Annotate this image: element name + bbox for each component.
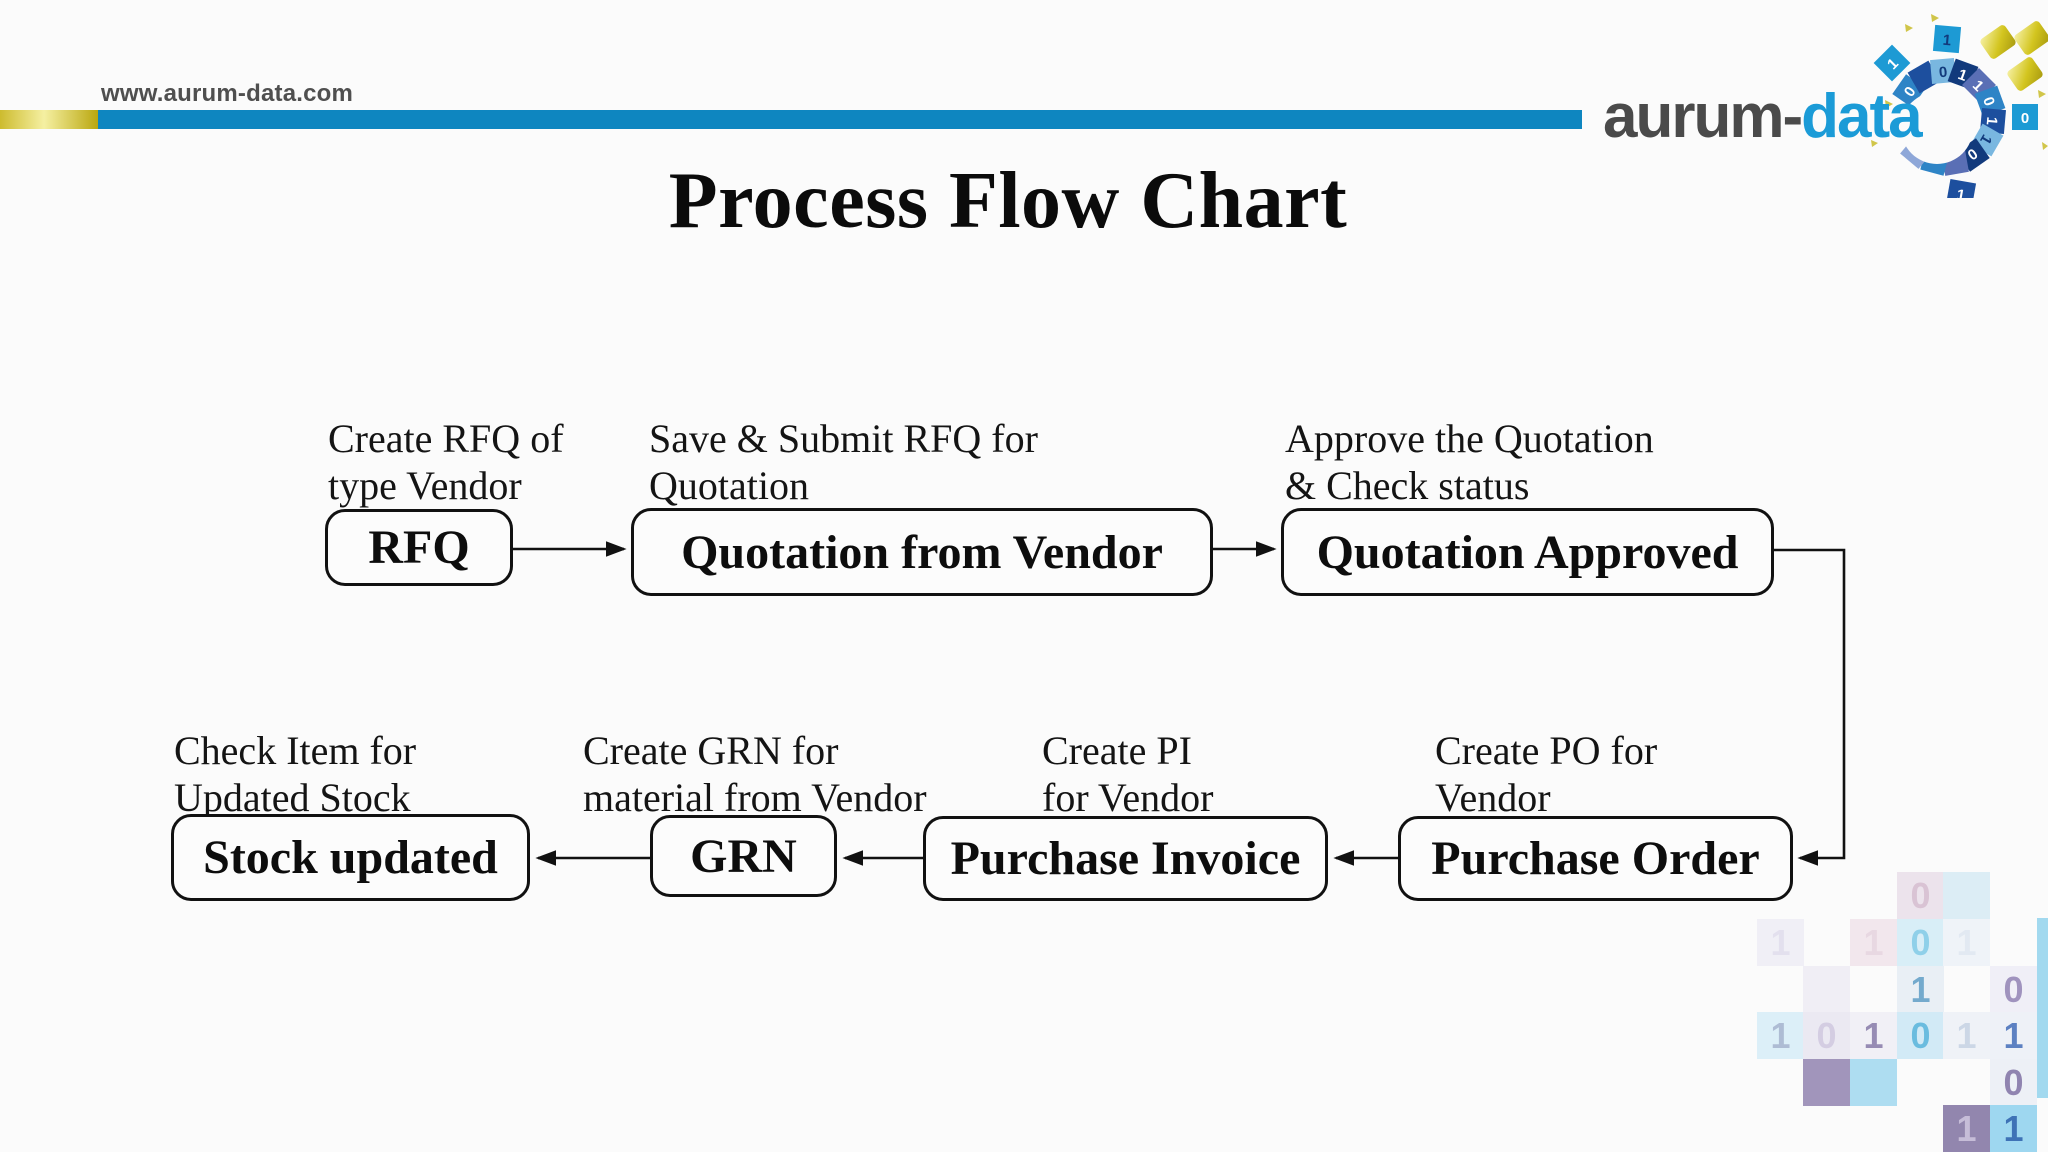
svg-text:0: 0 xyxy=(1938,64,1948,82)
flow-box-stock-updated: Stock updated xyxy=(171,814,530,901)
note-stock-updated: Check Item for Updated Stock xyxy=(174,728,417,820)
binary-cell: 0 xyxy=(1897,919,1944,966)
binary-cell: 1 xyxy=(1850,1012,1897,1059)
flow-box-quotation-approved: Quotation Approved xyxy=(1281,508,1774,596)
flow-box-quotation-from-vendor: Quotation from Vendor xyxy=(631,508,1213,596)
note-quotation-approved: Approve the Quotation & Check status xyxy=(1285,416,1654,508)
binary-cell: 1 xyxy=(1943,1105,1990,1152)
note-rfq: Create RFQ of type Vendor xyxy=(328,416,564,508)
binary-cell xyxy=(1850,1059,1897,1106)
binary-cell: 1 xyxy=(1990,1105,2037,1152)
binary-cell: 0 xyxy=(1897,1012,1944,1059)
logo-gear-graphic: 0 0 1 1 0 1 1 0 1 0 1 1 xyxy=(1871,14,2048,198)
logo-wordmark: aurum-data xyxy=(1603,86,1923,148)
svg-text:1: 1 xyxy=(1983,116,2001,126)
website-url: www.aurum-data.com xyxy=(101,80,354,107)
binary-cell xyxy=(1943,872,1990,919)
logo-wordmark-dark: aurum- xyxy=(1603,82,1803,151)
flow-box-rfq: RFQ xyxy=(325,509,513,586)
binary-cell xyxy=(1803,1059,1850,1106)
binary-cell: 0 xyxy=(1990,1059,2037,1106)
note-purchase-invoice: Create PI for Vendor xyxy=(1042,728,1214,820)
binary-cell: 1 xyxy=(1850,919,1897,966)
binary-cell xyxy=(1803,966,1850,1013)
binary-cell: 0 xyxy=(1897,872,1944,919)
note-quotation-from-vendor: Save & Submit RFQ for Quotation xyxy=(649,416,1038,508)
binary-cell: 1 xyxy=(1757,1012,1804,1059)
logo-wordmark-blue: data xyxy=(1801,82,1922,151)
binary-cell: 1 xyxy=(1943,1012,1990,1059)
binary-cell: 1 xyxy=(1990,1012,2037,1059)
arrow-approved-to-purchase-order xyxy=(1774,548,1846,866)
binary-cell: 1 xyxy=(1897,966,1944,1013)
svg-text:1: 1 xyxy=(1942,32,1952,50)
binary-cell xyxy=(2037,918,2048,1098)
svg-text:0: 0 xyxy=(2021,110,2029,127)
binary-cell: 1 xyxy=(1943,919,1990,966)
header-bar-yellow xyxy=(0,110,98,129)
flow-box-grn: GRN xyxy=(650,815,837,897)
binary-cell: 1 xyxy=(1757,919,1804,966)
flow-box-purchase-order: Purchase Order xyxy=(1398,816,1793,901)
page-title: Process Flow Chart xyxy=(668,157,1348,245)
binary-cell: 0 xyxy=(1990,966,2037,1013)
flow-box-purchase-invoice: Purchase Invoice xyxy=(923,816,1328,901)
note-purchase-order: Create PO for Vendor xyxy=(1435,728,1658,820)
svg-text:1: 1 xyxy=(1955,186,1966,198)
note-grn: Create GRN for material from Vendor xyxy=(583,728,927,820)
binary-cell: 0 xyxy=(1803,1012,1850,1059)
header-bar-blue xyxy=(98,110,1582,129)
